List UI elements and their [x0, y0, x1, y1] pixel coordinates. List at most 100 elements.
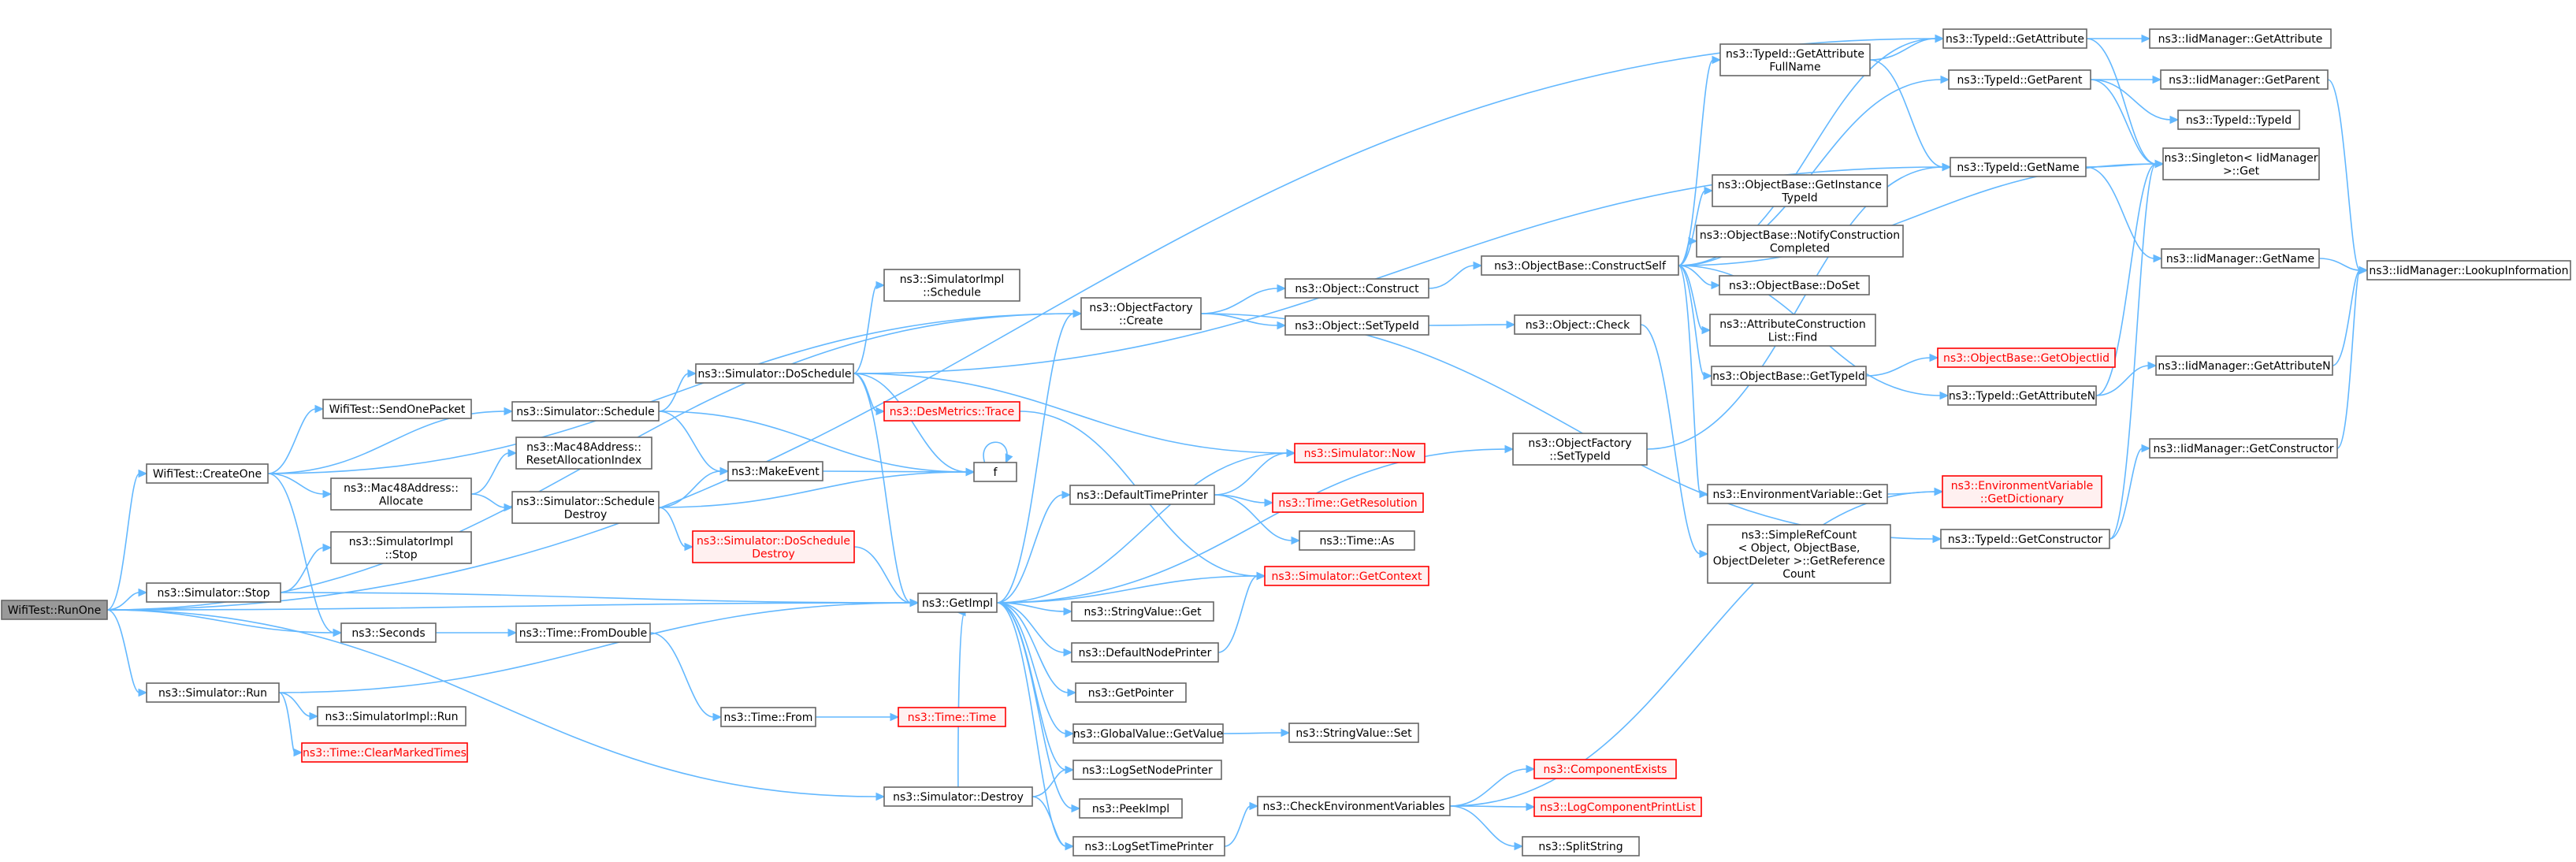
node-box	[1299, 530, 1415, 551]
node-box	[1719, 275, 1870, 295]
node-timegetres[interactable]: ns3::Time::GetResolution	[1272, 492, 1424, 513]
node-box	[146, 682, 280, 703]
node-label: ns3::Time::FromDouble	[519, 627, 648, 640]
node-doset[interactable]: ns3::ObjectBase::DoSet	[1719, 275, 1870, 295]
node-simstop[interactable]: ns3::Simulator::Stop	[146, 582, 281, 603]
node-timetime[interactable]: ns3::Time::Time	[898, 707, 1006, 727]
node-typeidgetattr[interactable]: ns3::TypeId::GetAttribute	[1942, 28, 2087, 49]
node-makeevent[interactable]: ns3::MakeEvent	[727, 461, 823, 481]
node-simdestroy[interactable]: ns3::Simulator::Destroy	[883, 786, 1033, 807]
node-constructself[interactable]: ns3::ObjectBase::ConstructSelf	[1481, 255, 1679, 276]
node-box	[1948, 69, 2091, 90]
node-timefrom[interactable]: ns3::Time::From	[720, 707, 816, 727]
node-box	[1284, 315, 1429, 336]
node-timefromdouble[interactable]: ns3::Time::FromDouble	[515, 622, 651, 643]
node-typeidgetconstructor[interactable]: ns3::TypeId::GetConstructor	[1940, 529, 2110, 549]
node-iidlookup[interactable]: ns3::IidManager::LookupInformation	[2366, 260, 2571, 281]
node-box	[1696, 225, 1904, 258]
node-singletonget[interactable]: ns3::Singleton< IidManager>::Get	[2162, 147, 2320, 180]
node-f[interactable]: f	[973, 462, 1017, 482]
node-doschedule[interactable]: ns3::Simulator::DoSchedule	[695, 363, 854, 384]
node-objfactcreate[interactable]: ns3::ObjectFactory::Create	[1080, 297, 1202, 330]
node-label: ns3::LogComponentPrintList	[1540, 801, 1696, 814]
edge-schedDestroy-to-makeevent	[658, 466, 730, 508]
node-typeidgetname[interactable]: ns3::TypeId::GetName	[1950, 157, 2087, 177]
node-label: ns3::PeekImpl	[1092, 803, 1169, 816]
node-desmetrics[interactable]: ns3::DesMetrics::Trace	[883, 401, 1020, 422]
node-objsettypeid[interactable]: ns3::Object::SetTypeId	[1284, 315, 1429, 336]
node-simimplschedule[interactable]: ns3::SimulatorImpl::Schedule	[883, 269, 1020, 302]
node-label: ns3::EnvironmentVariable::Get	[1713, 489, 1883, 501]
edge-typeidgetparent-to-singletonget	[2090, 79, 2165, 169]
edge-seconds-to-timefromdouble	[436, 628, 518, 637]
node-macallocate[interactable]: ns3::Mac48Address::Allocate	[330, 477, 472, 511]
node-label: ns3::EnvironmentVariable	[1951, 480, 2094, 492]
node-objbasegetobjectiid[interactable]: ns3::ObjectBase::GetObjectIid	[1937, 347, 2116, 368]
node-label: ns3::Simulator::Run	[158, 687, 267, 700]
node-label: ns3::Time::From	[724, 712, 813, 724]
node-typeidgetparent[interactable]: ns3::TypeId::GetParent	[1948, 69, 2091, 90]
edge-timefromdouble-to-timefrom	[649, 632, 723, 722]
node-simschedule[interactable]: ns3::Simulator::Schedule	[511, 401, 660, 422]
node-logsetnodeprinter[interactable]: ns3::LogSetNodePrinter	[1072, 760, 1222, 780]
node-globalgetvalue[interactable]: ns3::GlobalValue::GetValue	[1072, 723, 1224, 744]
node-iidgetattr[interactable]: ns3::IidManager::GetAttribute	[2149, 28, 2332, 49]
node-stringvalueset[interactable]: ns3::StringValue::Set	[1288, 723, 1419, 743]
node-getimpl[interactable]: ns3::GetImpl	[917, 593, 998, 613]
node-envget[interactable]: ns3::EnvironmentVariable::Get	[1707, 484, 1888, 504]
node-objfactsettypeid[interactable]: ns3::ObjectFactory::SetTypeId	[1512, 433, 1648, 466]
node-clearmarked[interactable]: ns3::Time::ClearMarkedTimes	[301, 742, 468, 763]
node-logsettimeprinter[interactable]: ns3::LogSetTimePrinter	[1072, 836, 1225, 856]
node-label: ns3::Object::SetTypeId	[1295, 320, 1419, 333]
node-runone[interactable]: WifiTest::RunOne	[1, 600, 108, 620]
node-simimplrun[interactable]: ns3::SimulatorImpl::Run	[317, 706, 467, 726]
call-nodes: WifiTest::RunOneWifiTest::CreateOnens3::…	[1, 28, 2571, 856]
node-timeas[interactable]: ns3::Time::As	[1299, 530, 1415, 551]
node-simrun[interactable]: ns3::Simulator::Run	[146, 682, 280, 703]
node-peekimpl[interactable]: ns3::PeekImpl	[1079, 798, 1183, 819]
node-createone[interactable]: WifiTest::CreateOne	[146, 463, 269, 484]
edge-checkenv-to-componentexists	[1449, 764, 1536, 807]
node-box	[1947, 385, 2097, 406]
node-seconds[interactable]: ns3::Seconds	[340, 622, 437, 643]
node-envgetdict[interactable]: ns3::EnvironmentVariable::GetDictionary	[1942, 475, 2102, 508]
node-iidgetparent[interactable]: ns3::IidManager::GetParent	[2160, 69, 2329, 90]
node-schedinstop[interactable]: ns3::SimulatorImpl::Stop	[330, 531, 472, 564]
node-deftimeprinter[interactable]: ns3::DefaultTimePrinter	[1069, 485, 1215, 505]
node-macreset[interactable]: ns3::Mac48Address::ResetAllocationIndex	[515, 437, 652, 470]
node-objcheck[interactable]: ns3::Object::Check	[1514, 314, 1641, 335]
node-box	[1950, 157, 2087, 177]
edge-iidgetattrn-to-iidlookup	[2332, 266, 2369, 366]
node-getpointer[interactable]: ns3::GetPointer	[1075, 682, 1187, 703]
node-defnodeprinter[interactable]: ns3::DefaultNodePrinter	[1071, 642, 1219, 663]
node-objconstruct[interactable]: ns3::Object::Construct	[1284, 278, 1429, 299]
node-sendonepacket[interactable]: WifiTest::SendOnePacket	[322, 399, 472, 419]
node-objbasegettypeid[interactable]: ns3::ObjectBase::GetTypeId	[1711, 366, 1867, 386]
node-simnow[interactable]: ns3::Simulator::Now	[1294, 443, 1426, 463]
node-stringvalueget[interactable]: ns3::StringValue::Get	[1071, 601, 1214, 622]
node-iidgetname[interactable]: ns3::IidManager::GetName	[2161, 248, 2320, 269]
edge-typeidgetattrn-to-iidgetattrn	[2095, 361, 2158, 396]
node-simplerefcount[interactable]: ns3::SimpleRefCount< Object, ObjectBase,…	[1707, 524, 1891, 584]
node-label: ns3::Time::As	[1319, 535, 1394, 548]
node-componentexists[interactable]: ns3::ComponentExists	[1533, 759, 1677, 779]
node-splitstring[interactable]: ns3::SplitString	[1522, 836, 1640, 856]
node-notifyconstruction[interactable]: ns3::ObjectBase::NotifyConstructionCompl…	[1696, 225, 1904, 258]
node-logcompprintlist[interactable]: ns3::LogComponentPrintList	[1533, 797, 1702, 817]
node-box	[1707, 524, 1891, 584]
node-simgetcontext[interactable]: ns3::Simulator::GetContext	[1264, 566, 1429, 586]
node-typeidtypeid[interactable]: ns3::TypeId::TypeId	[2177, 110, 2300, 130]
node-box	[301, 742, 468, 763]
node-checkenv[interactable]: ns3::CheckEnvironmentVariables	[1257, 796, 1451, 816]
node-iidgetattrn[interactable]: ns3::IidManager::GetAttributeN	[2155, 355, 2333, 376]
node-label: ns3::StringValue::Get	[1084, 606, 1202, 619]
edge-getimpl-to-simnow	[996, 448, 1296, 604]
node-iidgetconstructor[interactable]: ns3::IidManager::GetConstructor	[2149, 438, 2338, 459]
node-label: Destroy	[752, 548, 794, 560]
node-typeidgetattrn[interactable]: ns3::TypeId::GetAttributeN	[1947, 385, 2097, 406]
